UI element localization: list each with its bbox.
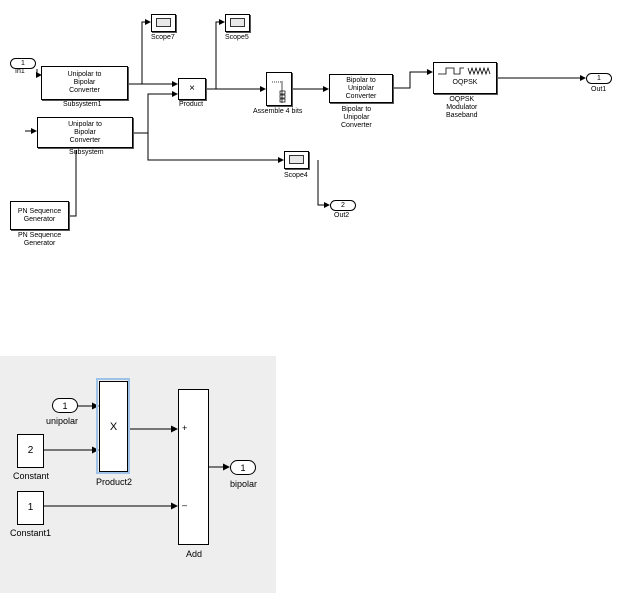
out2-label: Out2	[334, 212, 350, 219]
bipolar-port-number: 1	[240, 462, 246, 473]
pn-generator-label: PN Sequence Generator	[18, 232, 62, 247]
product2-selection-outline	[96, 378, 130, 474]
in1-label: In1	[15, 68, 25, 75]
assemble-label: Assemble 4 bits	[253, 108, 303, 115]
subsystem-text: Unipolar to Bipolar Converter	[68, 120, 102, 144]
oqpsk-waveform-icon	[438, 66, 491, 76]
constant-value: 2	[27, 445, 34, 456]
unipolar-label: unipolar	[46, 416, 79, 426]
oqpsk-label: OQPSK Modulator Baseband	[446, 96, 478, 119]
subsystem1-label: Subsystem1	[63, 101, 102, 108]
assemble-block[interactable]	[266, 72, 292, 106]
scope5-label: Scope5	[225, 34, 249, 41]
subsystem-label: Subsystem	[69, 149, 104, 156]
scope7-block[interactable]	[151, 14, 176, 32]
subsystem1-block[interactable]: Unipolar to Bipolar Converter	[41, 66, 128, 100]
subsystem-canvas	[0, 356, 276, 593]
in1-port[interactable]: 1	[10, 58, 36, 69]
oqpsk-text: OQPSK	[452, 79, 478, 86]
bipolar-to-unipolar-text: Bipolar to Unipolar Converter	[345, 76, 377, 100]
bipolar-label: bipolar	[230, 479, 258, 489]
bipolar-port[interactable]: 1	[230, 460, 256, 475]
add-plus-sign: +	[182, 423, 188, 433]
subsystem1-text: Unipolar to Bipolar Converter	[67, 71, 102, 94]
product-label: Product	[179, 101, 204, 108]
out2-port-number: 2	[341, 202, 345, 209]
product-symbol: ×	[189, 83, 195, 94]
out2-port[interactable]: 2	[330, 200, 356, 211]
scope7-label: Scope7	[151, 34, 175, 41]
scope4-block[interactable]	[284, 151, 309, 169]
out1-port[interactable]: 1	[586, 73, 612, 84]
unipolar-port-number: 1	[62, 400, 68, 411]
bipolar-to-unipolar-label: Bipolar to Unipolar Converter	[341, 106, 372, 129]
pn-generator-text: PN Sequence Generator	[17, 207, 62, 223]
add-label: Add	[186, 549, 203, 559]
product2-symbol: X	[109, 420, 118, 433]
unipolar-port[interactable]: 1	[52, 398, 78, 413]
scope5-block[interactable]	[225, 14, 250, 32]
in1-port-number: 1	[21, 60, 25, 67]
product2-label: Product2	[96, 477, 133, 487]
constant-block[interactable]: 2	[17, 434, 44, 468]
bipolar-to-unipolar-block[interactable]: Bipolar to Unipolar Converter	[329, 74, 393, 103]
constant-label: Constant	[13, 471, 50, 481]
product2-block[interactable]: X	[99, 381, 128, 472]
add-block[interactable]: + –	[178, 389, 209, 545]
out1-port-number: 1	[597, 75, 601, 82]
pn-generator-block[interactable]: PN Sequence Generator	[10, 201, 69, 230]
oqpsk-block[interactable]: OQPSK	[433, 62, 497, 94]
constant1-label: Constant1	[10, 528, 52, 538]
assemble-icon	[272, 81, 286, 103]
constant1-value: 1	[27, 502, 34, 513]
product-block[interactable]: ×	[178, 78, 206, 100]
scope4-label: Scope4	[284, 172, 308, 179]
out1-label: Out1	[591, 86, 607, 93]
scope7-screen	[156, 18, 171, 27]
subsystem-block[interactable]: Unipolar to Bipolar Converter	[37, 117, 133, 148]
scope5-screen	[230, 18, 245, 27]
constant1-block[interactable]: 1	[17, 491, 44, 525]
scope4-screen	[289, 155, 304, 164]
add-minus-sign: –	[182, 500, 188, 510]
